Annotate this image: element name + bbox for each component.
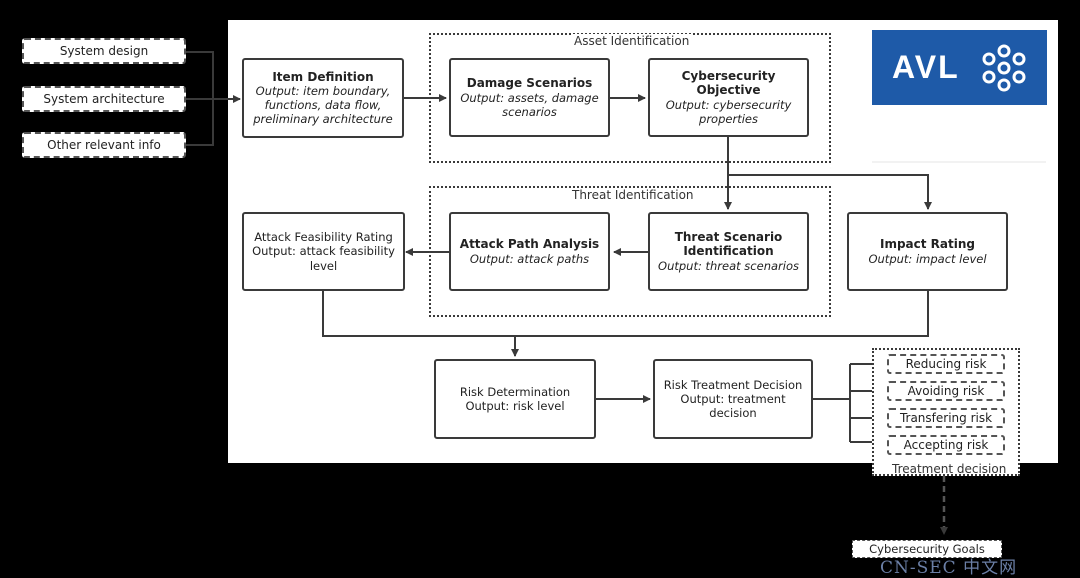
item-definition-box: Item Definition Output: item boundary, f…	[242, 58, 404, 138]
avl-emblem-icon	[982, 44, 1026, 91]
treatment-accepting-risk: Accepting risk	[887, 435, 1005, 455]
avl-logo-text: AVL	[892, 49, 960, 85]
treatment-transfering-risk: Transfering risk	[887, 408, 1005, 428]
treatment-reducing-risk: Reducing risk	[887, 354, 1005, 374]
cybersecurity-objective-title: Cybersecurity Objective	[681, 68, 776, 98]
threat-scenario-output: Output: threat scenarios	[658, 259, 799, 274]
threat-scenario-title: Threat Scenario Identification	[674, 229, 783, 259]
risk-treatment-output: Output: treatment decision	[680, 391, 786, 420]
cybersecurity-objective-box: Cybersecurity Objective Output: cybersec…	[648, 58, 809, 137]
watermark: CN-SEC 中文网	[880, 558, 1018, 578]
avl-logo: AVL	[872, 30, 1047, 105]
cybersecurity-goals-box: Cybersecurity Goals	[852, 540, 1002, 558]
impact-rating-title: Impact Rating	[879, 237, 975, 252]
threat-identification-label: Threat Identification	[570, 188, 696, 202]
threat-identification-group	[429, 186, 831, 317]
input-other-info: Other relevant info	[22, 132, 186, 158]
treatment-decision-label: Treatment decision	[892, 462, 1007, 476]
cybersecurity-objective-output: Output: cybersecurity properties	[665, 98, 792, 127]
attack-path-box: Attack Path Analysis Output: attack path…	[449, 212, 610, 291]
asset-identification-label: Asset Identification	[572, 34, 692, 48]
damage-scenarios-title: Damage Scenarios	[466, 76, 593, 91]
impact-rating-output: Output: impact level	[868, 251, 987, 266]
risk-treatment-title: Risk Treatment Decision	[663, 377, 803, 392]
treatment-avoiding-risk: Avoiding risk	[887, 381, 1005, 401]
item-definition-output: Output: item boundary, functions, data f…	[253, 84, 393, 127]
input-system-design: System design	[22, 38, 186, 64]
attack-feasibility-title: Attack Feasibility Rating	[254, 230, 393, 245]
risk-determination-box: Risk Determination Output: risk level	[434, 359, 596, 439]
input-system-architecture: System architecture	[22, 86, 186, 112]
attack-feasibility-output: Output: attack feasibility level	[252, 244, 395, 273]
attack-path-title: Attack Path Analysis	[459, 237, 600, 252]
risk-treatment-box: Risk Treatment Decision Output: treatmen…	[653, 359, 813, 439]
risk-determination-output: Output: risk level	[465, 399, 565, 413]
impact-rating-box: Impact Rating Output: impact level	[847, 212, 1008, 291]
threat-scenario-box: Threat Scenario Identification Output: t…	[648, 212, 809, 291]
risk-determination-title: Risk Determination	[459, 384, 571, 399]
damage-scenarios-box: Damage Scenarios Output: assets, damage …	[449, 58, 610, 137]
attack-feasibility-box: Attack Feasibility Rating Output: attack…	[242, 212, 405, 291]
attack-path-output: Output: attack paths	[469, 251, 590, 266]
damage-scenarios-output: Output: assets, damage scenarios	[460, 90, 599, 119]
item-definition-title: Item Definition	[272, 69, 374, 84]
